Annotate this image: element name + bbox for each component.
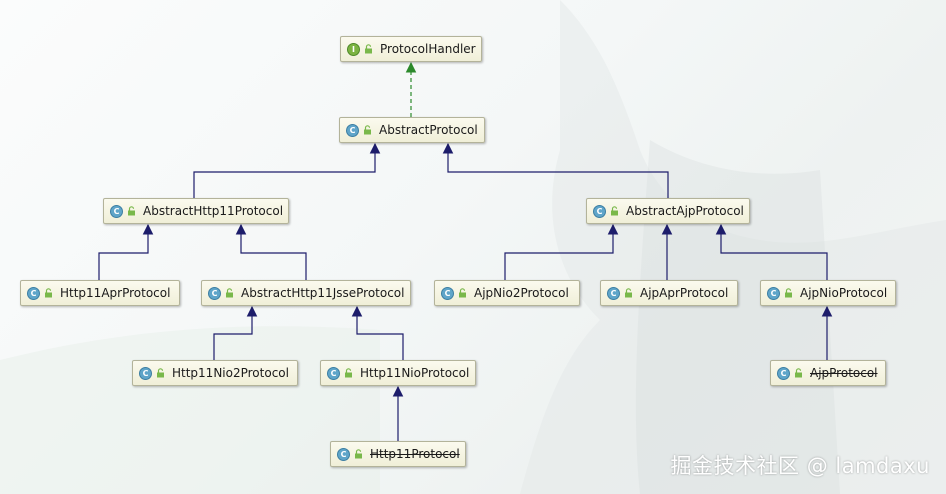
class-icon: C (441, 286, 454, 300)
node-http11-protocol[interactable]: C Http11Protocol (330, 441, 466, 467)
node-label: AbstractAjpProtocol (626, 204, 744, 218)
class-icon: C (110, 204, 123, 218)
class-icon: C (767, 286, 780, 300)
node-label: Http11Nio2Protocol (172, 366, 289, 380)
extends-edge-abstract-http11-jsse-protocol (235, 223, 307, 280)
public-access-icon (459, 288, 466, 298)
public-access-icon (611, 206, 618, 216)
node-http11-apr-protocol[interactable]: C Http11AprProtocol (20, 280, 180, 306)
public-access-icon (345, 368, 352, 378)
node-label: AjpAprProtocol (640, 286, 729, 300)
node-label: ProtocolHandler (380, 42, 476, 56)
node-abstract-http11-jsse-protocol[interactable]: C AbstractHttp11JsseProtocol (201, 280, 411, 306)
node-label: AjpNioProtocol (800, 286, 888, 300)
class-icon: C (777, 366, 790, 380)
node-label: AjpProtocol (810, 366, 878, 380)
extends-edge-abstract-http11-protocol (193, 142, 381, 198)
node-ajp-nio2-protocol[interactable]: C AjpNio2Protocol (434, 280, 580, 306)
watermark-text: 掘金技术社区 @ lamdaxu (670, 454, 930, 478)
node-label: Http11Protocol (370, 447, 460, 461)
class-icon: C (327, 366, 340, 380)
node-label: Http11AprProtocol (60, 286, 171, 300)
extends-edge-abstract-ajp-protocol (442, 142, 669, 198)
public-access-icon (785, 288, 792, 298)
extends-edge-http11-apr-protocol (98, 223, 154, 280)
node-ajp-apr-protocol[interactable]: C AjpAprProtocol (600, 280, 738, 306)
public-access-icon (364, 125, 371, 135)
public-access-icon (355, 449, 362, 459)
node-http11-nio-protocol[interactable]: C Http11NioProtocol (320, 360, 476, 386)
node-abstract-http11-protocol[interactable]: C AbstractHttp11Protocol (103, 198, 289, 224)
class-icon: C (607, 286, 620, 300)
extends-edge-http11-nio-protocol (351, 305, 404, 360)
class-icon: C (27, 286, 40, 300)
class-icon: C (139, 366, 152, 380)
public-access-icon (157, 368, 164, 378)
interface-icon: I (347, 42, 360, 56)
public-access-icon (128, 206, 135, 216)
class-icon: C (346, 123, 359, 137)
node-abstract-ajp-protocol[interactable]: C AbstractAjpProtocol (586, 198, 750, 224)
node-label: AbstractHttp11JsseProtocol (241, 286, 405, 300)
public-access-icon (226, 288, 233, 298)
node-label: AbstractHttp11Protocol (143, 204, 284, 218)
node-label: AbstractProtocol (379, 123, 478, 137)
public-access-icon (45, 288, 52, 298)
public-access-icon (365, 44, 372, 54)
node-ajp-protocol[interactable]: C AjpProtocol (770, 360, 886, 386)
class-icon: C (593, 204, 606, 218)
class-icon: C (337, 447, 350, 461)
node-protocol-handler[interactable]: I ProtocolHandler (340, 36, 482, 62)
class-icon: C (208, 286, 221, 300)
node-ajp-nio-protocol[interactable]: C AjpNioProtocol (760, 280, 896, 306)
public-access-icon (795, 368, 802, 378)
extends-edge-ajp-nio-protocol (715, 223, 828, 280)
node-label: Http11NioProtocol (360, 366, 470, 380)
node-http11-nio2-protocol[interactable]: C Http11Nio2Protocol (132, 360, 298, 386)
extends-edge-http11-nio2-protocol (213, 305, 258, 360)
node-label: AjpNio2Protocol (474, 286, 569, 300)
public-access-icon (625, 288, 632, 298)
node-abstract-protocol[interactable]: C AbstractProtocol (339, 117, 485, 143)
extends-edge-ajp-nio2-protocol (504, 223, 619, 280)
